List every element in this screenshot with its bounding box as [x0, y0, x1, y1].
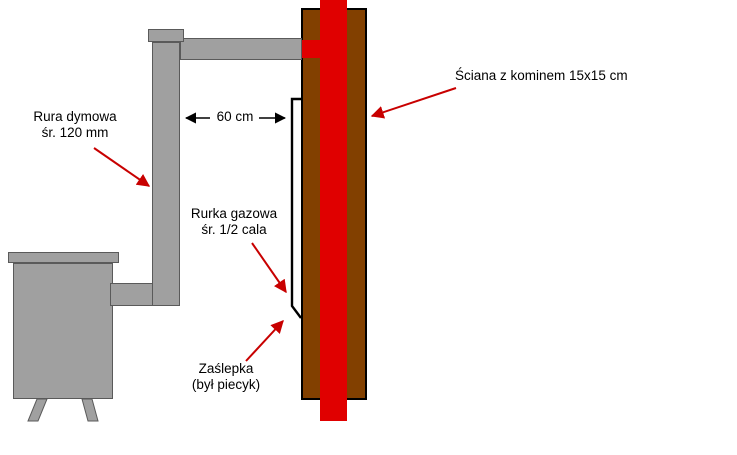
stove-body [13, 263, 113, 399]
smoke-pipe-connector [110, 283, 154, 306]
stove-leg-left [27, 398, 48, 422]
label-smoke-pipe: Rura dymowa śr. 120 mm [20, 109, 130, 141]
arrow-smoke-pipe [93, 147, 151, 187]
chimney [320, 0, 347, 421]
smoke-pipe-vertical [152, 42, 180, 306]
label-smoke-pipe-line1: Rura dymowa [33, 109, 117, 124]
label-cap-line1: Zaślepka [198, 361, 254, 376]
label-dimension-60cm: 60 cm [216, 109, 254, 124]
label-gas-pipe-line1: Rurka gazowa [190, 206, 278, 221]
label-wall-chimney: Ściana z kominem 15x15 cm [455, 68, 628, 83]
arrow-gas-pipe [251, 242, 287, 294]
arrow-wall-chimney [370, 87, 457, 119]
label-cap: Zaślepka (był piecyk) [179, 361, 273, 393]
arrow-cap [245, 320, 284, 362]
gas-pipe-line [290, 97, 302, 319]
smoke-pipe-horizontal [180, 38, 302, 60]
smoke-pipe-collar [148, 29, 184, 42]
stove-top-plate [8, 252, 119, 263]
label-smoke-pipe-line2: śr. 120 mm [41, 125, 109, 140]
label-cap-line2: (był piecyk) [191, 377, 261, 392]
pipe-chimney-junction [302, 40, 322, 58]
stove-leg-right [81, 398, 99, 422]
label-gas-pipe-line2: śr. 1/2 cala [201, 222, 267, 237]
label-gas-pipe: Rurka gazowa śr. 1/2 cala [182, 206, 286, 238]
